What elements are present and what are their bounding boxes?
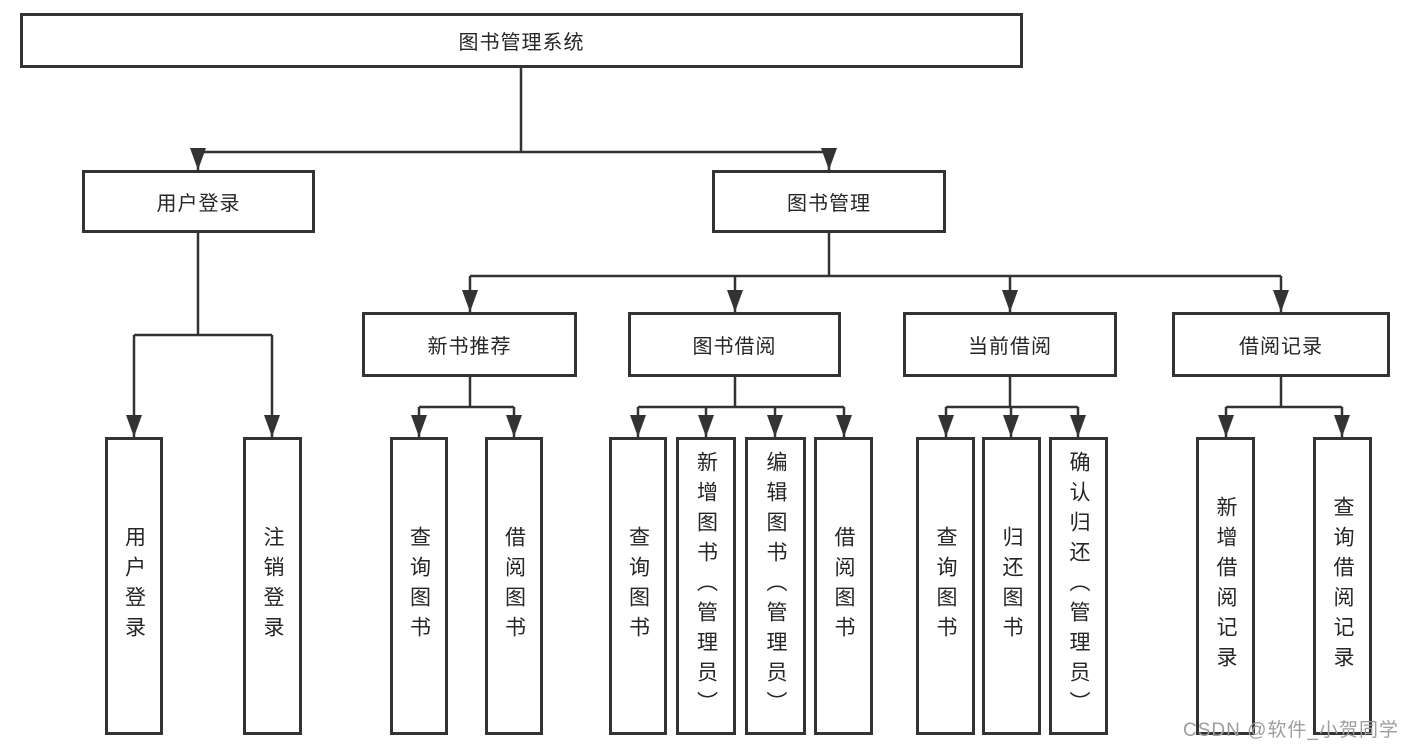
node-current-borrow: 当前借阅 (903, 312, 1117, 377)
node-br-add-record: 新增借阅记录 (1196, 437, 1255, 735)
arrow-down-icon (1218, 415, 1234, 437)
arrow-down-icon (1273, 290, 1289, 312)
node-br-add-record-label: 新增借阅记录 (1214, 496, 1237, 676)
arrow-down-icon (821, 148, 837, 170)
arrow-down-icon (1334, 415, 1350, 437)
arrow-down-icon (190, 148, 206, 170)
arrow-down-icon (1070, 415, 1086, 437)
node-bb-borrow-book: 借阅图书 (814, 437, 873, 735)
node-book-borrow-label: 图书借阅 (692, 336, 777, 358)
node-nbr-query-book: 查询图书 (390, 437, 448, 735)
node-cb-return-book: 归还图书 (982, 437, 1041, 735)
arrow-down-icon (630, 415, 646, 437)
node-bb-add-book-label: 新增图书（管理员） (694, 451, 718, 721)
connector-book-borrow (636, 377, 846, 437)
node-borrow-record: 借阅记录 (1172, 312, 1390, 377)
node-root: 图书管理系统 (20, 13, 1023, 68)
node-borrow-record-label: 借阅记录 (1239, 336, 1323, 358)
node-book-mgmt-label: 图书管理 (787, 193, 871, 215)
node-user-login-leaf-label: 用户登录 (122, 526, 146, 646)
node-nbr-query-book-label: 查询图书 (407, 526, 431, 646)
node-user-login-label: 用户登录 (156, 193, 241, 215)
arrow-down-icon (506, 415, 522, 437)
node-new-book-rec: 新书推荐 (362, 312, 577, 377)
connector-new-book-rec (417, 377, 516, 437)
node-br-query-record-label: 查询借阅记录 (1331, 496, 1354, 676)
node-book-borrow: 图书借阅 (628, 312, 841, 377)
arrow-down-icon (727, 290, 743, 312)
node-bb-edit-book-label: 编辑图书（管理员） (764, 451, 787, 721)
arrow-down-icon (836, 415, 852, 437)
node-cb-return-book-label: 归还图书 (1000, 526, 1023, 646)
connector-root (196, 68, 831, 170)
arrow-down-icon (767, 415, 783, 437)
node-logout: 注销登录 (243, 437, 302, 735)
node-logout-label: 注销登录 (261, 526, 284, 646)
connector-user-login (132, 233, 274, 437)
node-bb-add-book: 新增图书（管理员） (676, 437, 736, 735)
node-current-borrow-label: 当前借阅 (968, 336, 1052, 358)
node-bb-query-book: 查询图书 (609, 437, 667, 735)
arrow-down-icon (126, 415, 142, 437)
node-nbr-borrow-book: 借阅图书 (485, 437, 543, 735)
arrow-down-icon (411, 415, 427, 437)
node-new-book-rec-label: 新书推荐 (427, 336, 512, 358)
node-bb-query-book-label: 查询图书 (626, 526, 650, 646)
connector-borrow-record (1224, 377, 1344, 437)
arrow-down-icon (938, 415, 954, 437)
node-br-query-record: 查询借阅记录 (1313, 437, 1372, 735)
arrow-down-icon (264, 415, 280, 437)
node-user-login-leaf: 用户登录 (105, 437, 163, 735)
node-nbr-borrow-book-label: 借阅图书 (502, 526, 526, 646)
arrow-down-icon (1003, 415, 1019, 437)
node-bb-borrow-book-label: 借阅图书 (832, 526, 855, 646)
node-book-mgmt: 图书管理 (712, 170, 946, 233)
node-cb-confirm-return: 确认归还（管理员） (1049, 437, 1108, 735)
node-cb-confirm-return-label: 确认归还（管理员） (1067, 451, 1090, 721)
arrow-down-icon (1002, 290, 1018, 312)
connector-book-mgmt (468, 233, 1283, 312)
node-cb-query-book-label: 查询图书 (934, 526, 957, 646)
arrow-down-icon (698, 415, 714, 437)
node-root-label: 图书管理系统 (458, 32, 585, 54)
arrow-down-icon (462, 290, 478, 312)
node-cb-query-book: 查询图书 (916, 437, 975, 735)
node-user-login: 用户登录 (82, 170, 315, 233)
node-bb-edit-book: 编辑图书（管理员） (745, 437, 806, 735)
